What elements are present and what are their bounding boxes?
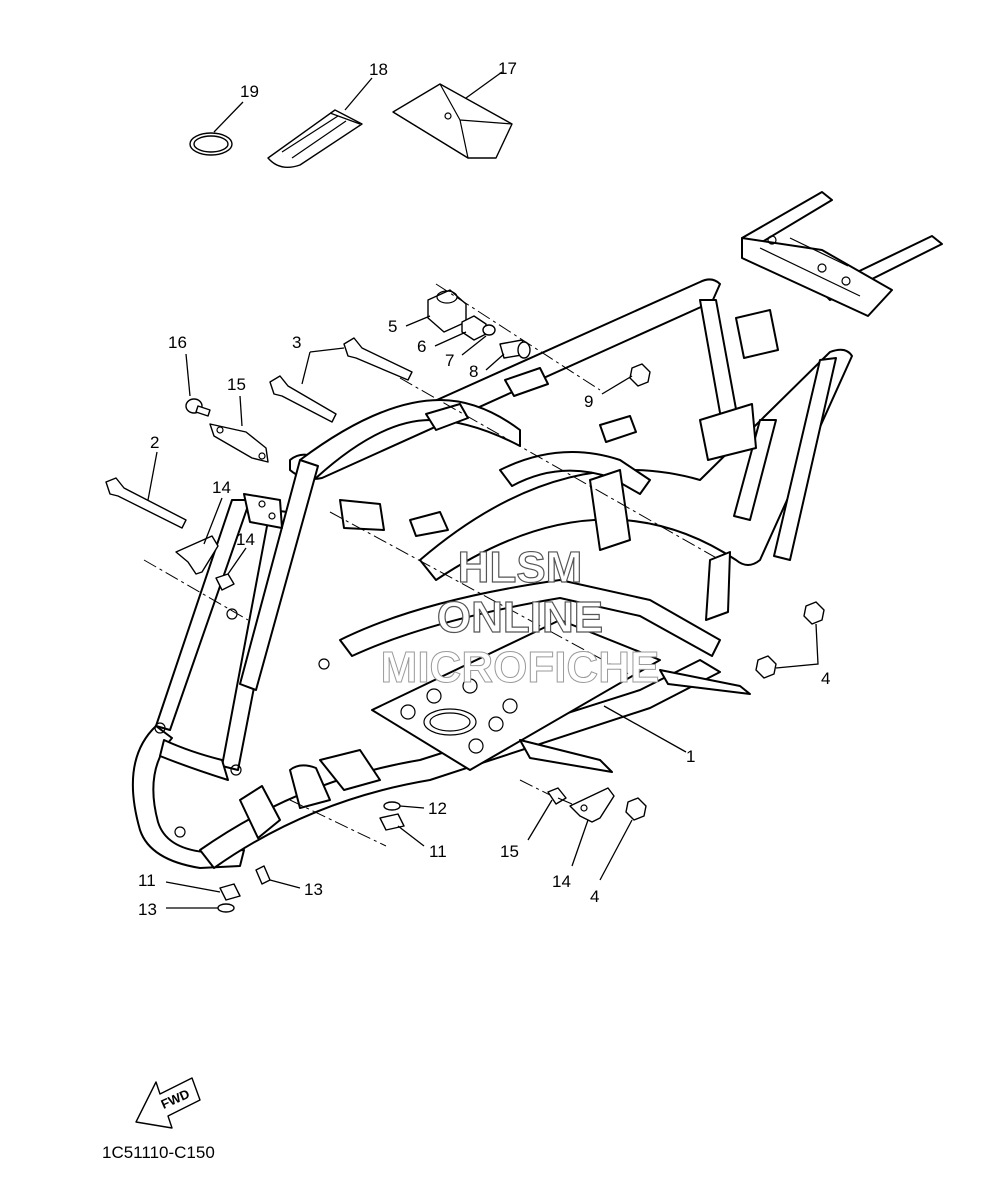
callout-1: 1 [686, 747, 695, 766]
main-frame [131, 191, 943, 869]
callout-2: 2 [150, 433, 159, 452]
part-9-nut [629, 363, 651, 387]
part-8-bolt [499, 339, 531, 359]
part-19-o-ring [189, 132, 233, 156]
watermark-line-2: ONLINE [437, 593, 603, 642]
callout-13-upper: 14 [212, 478, 231, 497]
drawing-code: 1C51110-C150 [102, 1143, 215, 1162]
part-2-long-bolt [105, 477, 187, 529]
watermark-line-3: MICROFICHE [381, 643, 660, 692]
callout-9: 9 [584, 392, 593, 411]
part-18-tool-strap [267, 109, 363, 168]
callout-14-upper: 14 [236, 530, 255, 549]
part-17-owners-bag [392, 83, 513, 159]
part-14-bolt-left [215, 573, 235, 591]
callout-10-right: 11 [429, 842, 447, 861]
part-11-clip-left [217, 903, 235, 913]
callout-4-bottom: 4 [590, 887, 599, 906]
part-4-nut-upper [803, 601, 825, 625]
callout-4-right: 4 [821, 669, 830, 688]
part-13-bracket-left [175, 535, 219, 575]
part-4-nut-lower [755, 655, 777, 679]
callout-15: 15 [227, 375, 246, 394]
callout-18: 18 [369, 60, 388, 79]
callout-10-left: 11 [138, 871, 156, 890]
callout-14-lower: 15 [500, 842, 519, 861]
callout-11-left: 13 [138, 900, 157, 919]
callout-19: 19 [240, 82, 259, 101]
forward-arrow-icon: FWD [135, 1077, 201, 1129]
watermark-line-1: HLSM [458, 543, 583, 592]
part-13-bracket-right [569, 787, 615, 823]
callout-17: 17 [498, 59, 517, 78]
part-16-bolt [185, 398, 211, 417]
callout-5: 5 [388, 317, 397, 336]
part-5-collar [427, 289, 467, 333]
part-4-nut-bottom [625, 797, 647, 821]
callout-3: 3 [292, 333, 301, 352]
part-14-bolt-right [547, 787, 573, 805]
part-11-clip-right [383, 801, 401, 811]
callout-11-right: 12 [428, 799, 447, 818]
watermark: HLSM ONLINE MICROFICHE [380, 542, 660, 692]
callout-16: 16 [168, 333, 187, 352]
part-7-washer [482, 324, 496, 336]
callout-8: 8 [469, 362, 478, 381]
part-12-bolt [255, 865, 271, 885]
part-10-grommet-left [219, 883, 241, 901]
callout-12: 13 [304, 880, 323, 899]
callout-13-lower: 14 [552, 872, 571, 891]
callout-7: 7 [445, 351, 454, 370]
part-6-spacer [461, 315, 487, 341]
part-15-bracket [209, 423, 269, 463]
part-3-bolts [269, 337, 413, 423]
callout-6: 6 [417, 337, 426, 356]
